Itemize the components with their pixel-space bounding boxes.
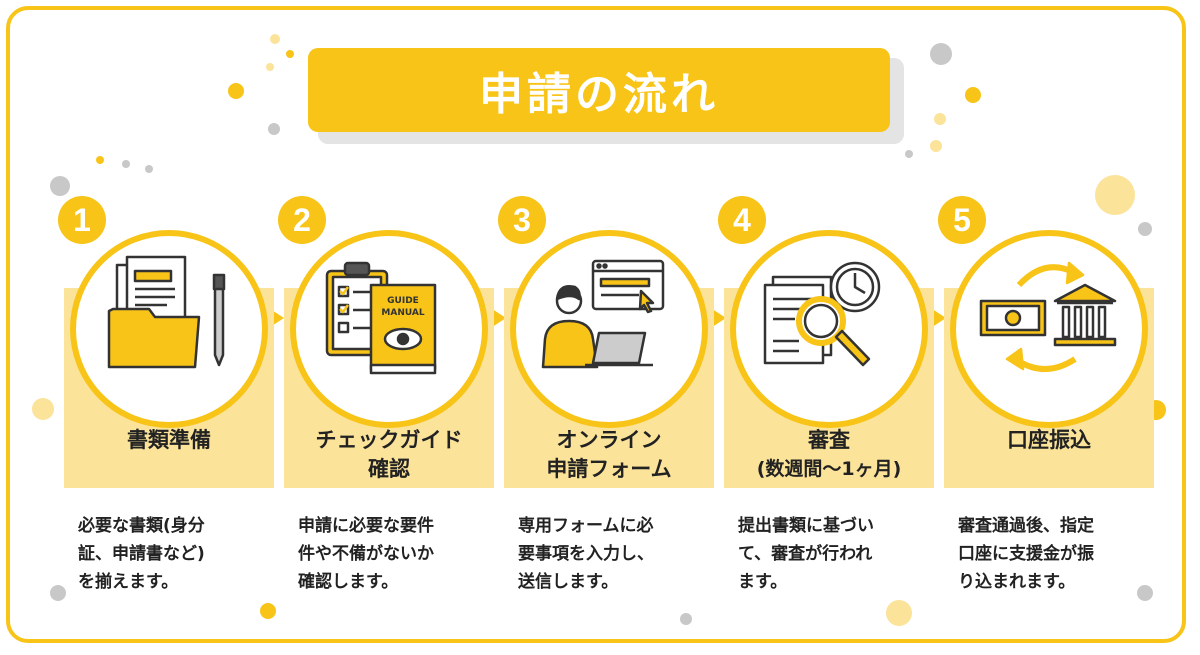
- step-title: チェックガイド 確認: [284, 426, 494, 484]
- desc-line: 専用フォームに必: [518, 516, 654, 536]
- step-title: 書類準備: [64, 426, 274, 455]
- step-circle: [950, 230, 1148, 428]
- decor-dot: [1138, 222, 1152, 236]
- step-number-badge: 5: [938, 196, 986, 244]
- document-folder-pen-icon: [107, 255, 226, 369]
- desc-line: 件や不備がないか: [298, 544, 434, 564]
- step-title: オンライン 申請フォーム: [504, 426, 714, 484]
- step-5-description: 審査通過後、指定 口座に支援金が振 り込まれます。: [958, 512, 1158, 596]
- page-title: 申請の流れ: [308, 48, 890, 132]
- decor-dot: [266, 63, 274, 71]
- step-title: 口座振込: [944, 426, 1154, 455]
- outer-frame: [6, 6, 1186, 643]
- svg-text:GUIDE: GUIDE: [387, 296, 419, 306]
- desc-line: ます。: [738, 572, 788, 592]
- decor-dot: [1095, 175, 1135, 215]
- step-4-description: 提出書類に基づい て、審査が行われ ます。: [738, 512, 938, 596]
- decor-dot: [122, 160, 130, 168]
- desc-line: て、審査が行われ: [738, 544, 873, 564]
- step-3: 3 オンライン 申請フォーム: [498, 196, 714, 490]
- step-2-description: 申請に必要な要件 件や不備がないか 確認します。: [298, 512, 498, 596]
- decor-dot: [268, 123, 280, 135]
- desc-line: 確認します。: [298, 572, 399, 592]
- decor-dot: [680, 613, 692, 625]
- decor-dot: [96, 156, 104, 164]
- desc-line: を揃えます。: [78, 572, 179, 592]
- desc-line: 要事項を入力し、: [518, 544, 654, 564]
- step-title-line: 審査: [808, 428, 850, 452]
- step-title-line: チェックガイド: [315, 428, 463, 452]
- decor-dot: [930, 43, 952, 65]
- decor-dot: [886, 600, 912, 626]
- step-title-line: 書類準備: [127, 428, 211, 452]
- step-number-badge: 4: [718, 196, 766, 244]
- decor-dot: [905, 150, 913, 158]
- decor-dot: [32, 398, 54, 420]
- desc-line: 審査通過後、指定: [958, 516, 1094, 536]
- step-title-line: 口座振込: [1007, 428, 1091, 452]
- step-1-description: 必要な書類(身分 証、申請書など) を揃えます。: [78, 512, 278, 596]
- decor-dot: [50, 585, 66, 601]
- decor-dot: [145, 165, 153, 173]
- step-number-badge: 1: [58, 196, 106, 244]
- step-title-sub: (数週間〜1ヶ月): [756, 458, 902, 480]
- desc-line: 口座に支援金が振: [958, 544, 1094, 564]
- checklist-guide-manual-icon: GUIDE MANUAL: [325, 261, 437, 375]
- decor-dot: [228, 83, 244, 99]
- magnifier-document-clock-icon: [763, 261, 881, 367]
- desc-line: 必要な書類(身分: [78, 516, 205, 536]
- step-number-badge: 2: [278, 196, 326, 244]
- decor-dot: [1137, 585, 1153, 601]
- step-3-description: 専用フォームに必 要事項を入力し、 送信します。: [518, 512, 718, 596]
- decor-dot: [270, 34, 280, 44]
- desc-line: 送信します。: [518, 572, 619, 592]
- step-4: 4 審査 (数週間〜1ヶ月): [718, 196, 934, 490]
- step-5: 5 口座振込: [938, 196, 1154, 490]
- step-title-line: 確認: [368, 457, 410, 481]
- decor-dot: [930, 140, 942, 152]
- person-laptop-form-icon: [541, 259, 665, 369]
- decor-dot: [934, 113, 946, 125]
- money-bank-transfer-icon: [979, 261, 1117, 372]
- step-title-line: オンライン: [556, 428, 662, 452]
- decor-dot: [965, 87, 981, 103]
- decor-dot: [260, 603, 276, 619]
- desc-line: り込まれます。: [958, 572, 1076, 592]
- decor-dot: [50, 176, 70, 196]
- step-number-badge: 3: [498, 196, 546, 244]
- decor-dot: [286, 50, 294, 58]
- desc-line: 証、申請書など): [78, 544, 205, 564]
- desc-line: 提出書類に基づい: [738, 516, 874, 536]
- desc-line: 申請に必要な要件: [298, 516, 434, 536]
- svg-text:MANUAL: MANUAL: [381, 308, 424, 318]
- step-title-line: 申請フォーム: [546, 457, 672, 481]
- step-2: 2 GUIDE MANUAL チェックガイド 確認: [278, 196, 494, 490]
- step-1: 1 書類準備: [58, 196, 274, 490]
- step-title: 審査 (数週間〜1ヶ月): [724, 426, 934, 484]
